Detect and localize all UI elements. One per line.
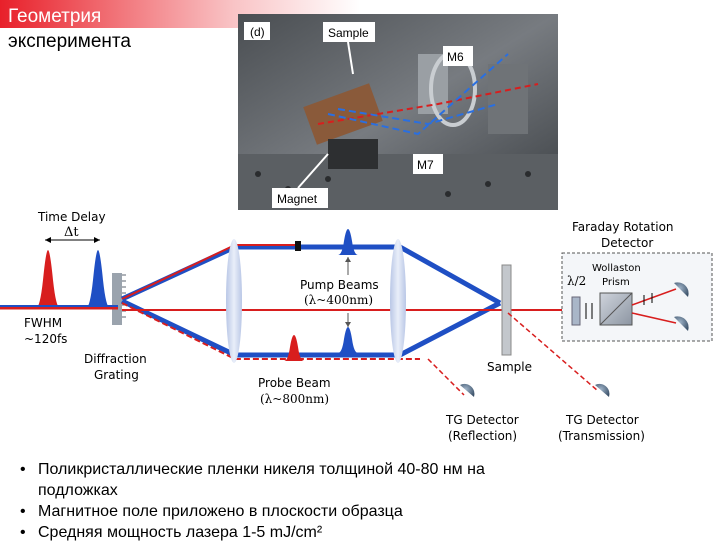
- sample-icon: [501, 264, 512, 356]
- probe-line-1: Probe Beam: [258, 376, 331, 390]
- setup-photo: (d) Sample M6 M7 Magnet: [238, 14, 558, 210]
- delta-t-label: Δt: [64, 225, 79, 240]
- grating-line-2: Grating: [94, 368, 139, 382]
- sample-label: Sample: [487, 360, 532, 374]
- wollaston-line-1: Wollaston: [592, 263, 641, 274]
- photo-label-magnet: Magnet: [277, 192, 318, 206]
- probe-line-2: (λ~800nm): [260, 392, 329, 406]
- tg-transmission-line-1: TG Detector: [565, 413, 639, 427]
- bullet-item-3: Средняя мощность лазера 1-5 mJ/cm²: [18, 522, 718, 543]
- half-wave-plate-icon: [571, 296, 581, 326]
- tg-reflection-line-1: TG Detector: [445, 413, 519, 427]
- pump-line-2: (λ~400nm): [304, 293, 373, 307]
- photo-label-sample: Sample: [328, 26, 369, 40]
- half-wave-label: λ/2: [567, 274, 586, 288]
- fwhm-line-2: ~120fs: [24, 332, 67, 346]
- bullet-item-1: Поликристаллические пленки никеля толщин…: [18, 459, 718, 480]
- pump-line-1: Pump Beams: [300, 278, 379, 292]
- title-line-2: эксперимента: [8, 31, 131, 52]
- lens-right-icon: [390, 239, 406, 363]
- input-pulses-icon: [36, 250, 110, 308]
- photodiode-upper-icon: [674, 282, 689, 297]
- bullet-list: Поликристаллические пленки никеля толщин…: [18, 459, 718, 543]
- photo-label-m6: M6: [447, 50, 464, 64]
- photodiode-lower-icon: [674, 316, 689, 331]
- time-delay-label: Time Delay: [37, 210, 106, 224]
- beam-block-icon: [295, 241, 301, 251]
- faraday-line-1: Faraday Rotation: [572, 220, 674, 234]
- slide-title: Геометрия эксперимента: [8, 4, 131, 54]
- photo-panel-label: (d): [250, 25, 265, 39]
- photo-label-m7: M7: [417, 158, 434, 172]
- grating-line-1: Diffraction: [84, 352, 147, 366]
- bullet-item-2: Магнитное поле приложено в плоскости обр…: [18, 501, 718, 522]
- faraday-line-2: Detector: [601, 236, 653, 250]
- tg-transmission-line-2: (Transmission): [558, 429, 645, 443]
- tg-reflection-detector-icon: [460, 383, 475, 397]
- setup-schematic: Time Delay Δt FWHM ~120fs Diffraction Gr…: [0, 210, 713, 443]
- bullet-item-1-cont: подложках: [38, 482, 118, 499]
- tg-reflection-line-2: (Reflection): [448, 429, 517, 443]
- title-line-1: Геометрия: [8, 6, 102, 27]
- fwhm-line-1: FWHM: [24, 316, 62, 330]
- diffraction-grating-icon: [112, 273, 122, 325]
- lens-left-icon: [226, 239, 242, 363]
- wollaston-line-2: Prism: [602, 277, 630, 288]
- tg-transmission-detector-icon: [595, 383, 610, 397]
